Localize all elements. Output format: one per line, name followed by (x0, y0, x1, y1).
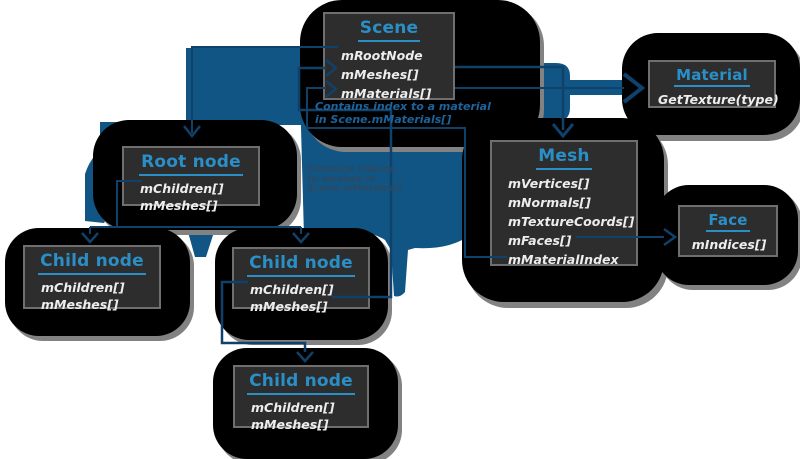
child2-member: mMeshes[] (250, 298, 328, 314)
scene-member: mRootNode (341, 47, 423, 63)
material-index-note: Contains index to a material in Scene.mM… (315, 100, 491, 126)
scene-title: Scene (357, 17, 421, 42)
child2children-to-child3-line (220, 280, 307, 352)
scene-box: Scene mRootNode mMeshes[] mMaterials[] (323, 12, 455, 101)
child3-member: mChildren[] (251, 399, 335, 415)
child-node-3-box: Child node mChildren[] mMeshes[] (233, 365, 369, 432)
face-title: Face (706, 210, 750, 233)
arrowhead-down-child1-icon (81, 232, 99, 244)
mesh-title: Mesh (536, 145, 592, 170)
child3-member: mMeshes[] (251, 416, 329, 432)
arrowhead-right-scenemeshes-icon (325, 59, 339, 77)
childmeshes-to-scenemeshes-line (297, 66, 393, 299)
materialindex-to-scenematerials-line (306, 87, 507, 258)
root-node-box: Root node mChildren[] mMeshes[] (122, 146, 260, 213)
child-node-3-title: Child node (247, 370, 355, 395)
face-member: mIndices[] (691, 237, 767, 253)
arrowhead-right-scenematerials-icon (325, 80, 339, 98)
face-box: Face mIndices[] (678, 205, 778, 257)
child-node-1-title: Child node (38, 250, 146, 275)
mesh-member: mNormals[] (508, 194, 591, 210)
child1-member: mMeshes[] (41, 296, 119, 312)
arrowhead-down-child2-icon (292, 232, 310, 244)
child-node-2-box: Child node mChildren[] mMeshes[] (232, 247, 370, 314)
root-node-title: Root node (139, 151, 243, 176)
mesh-member: mVertices[] (508, 175, 590, 191)
arrowhead-down-mesh-icon (551, 123, 575, 139)
material-member: GetTexture(type) (658, 92, 779, 108)
child-node-1-box: Child node mChildren[] mMeshes[] (23, 245, 161, 312)
scene-member: mMeshes[] (341, 66, 419, 82)
material-box: Material GetTexture(type) (648, 60, 779, 108)
scene-rootnode-to-rootnode-line (191, 46, 338, 133)
child1-member: mChildren[] (41, 279, 125, 295)
mesh-box: Mesh mVertices[] mNormals[] mTextureCoor… (490, 140, 638, 267)
scenemeshes-to-mesh-line (455, 65, 565, 130)
child-node-2-title: Child node (247, 252, 355, 277)
rootchildren-to-children-line (89, 180, 302, 234)
root-member: mMeshes[] (140, 197, 218, 213)
mesh-indices-note: Contains indices to meshes in Scene.mMes… (307, 164, 402, 194)
arrowhead-down-rootnode-icon (183, 125, 201, 139)
mesh-member: mTextureCoords[] (508, 213, 635, 229)
child2-member: mChildren[] (250, 281, 334, 297)
arrowhead-down-child3-icon (296, 351, 314, 363)
material-title: Material (674, 65, 750, 88)
mesh-member: mFaces[] (508, 232, 572, 248)
arrowhead-right-material-icon (622, 72, 646, 104)
scene-member: mMaterials[] (341, 85, 432, 101)
arrowhead-right-face-icon (663, 227, 678, 247)
mesh-member: mMaterialIndex (508, 251, 619, 267)
root-member: mChildren[] (140, 180, 224, 196)
